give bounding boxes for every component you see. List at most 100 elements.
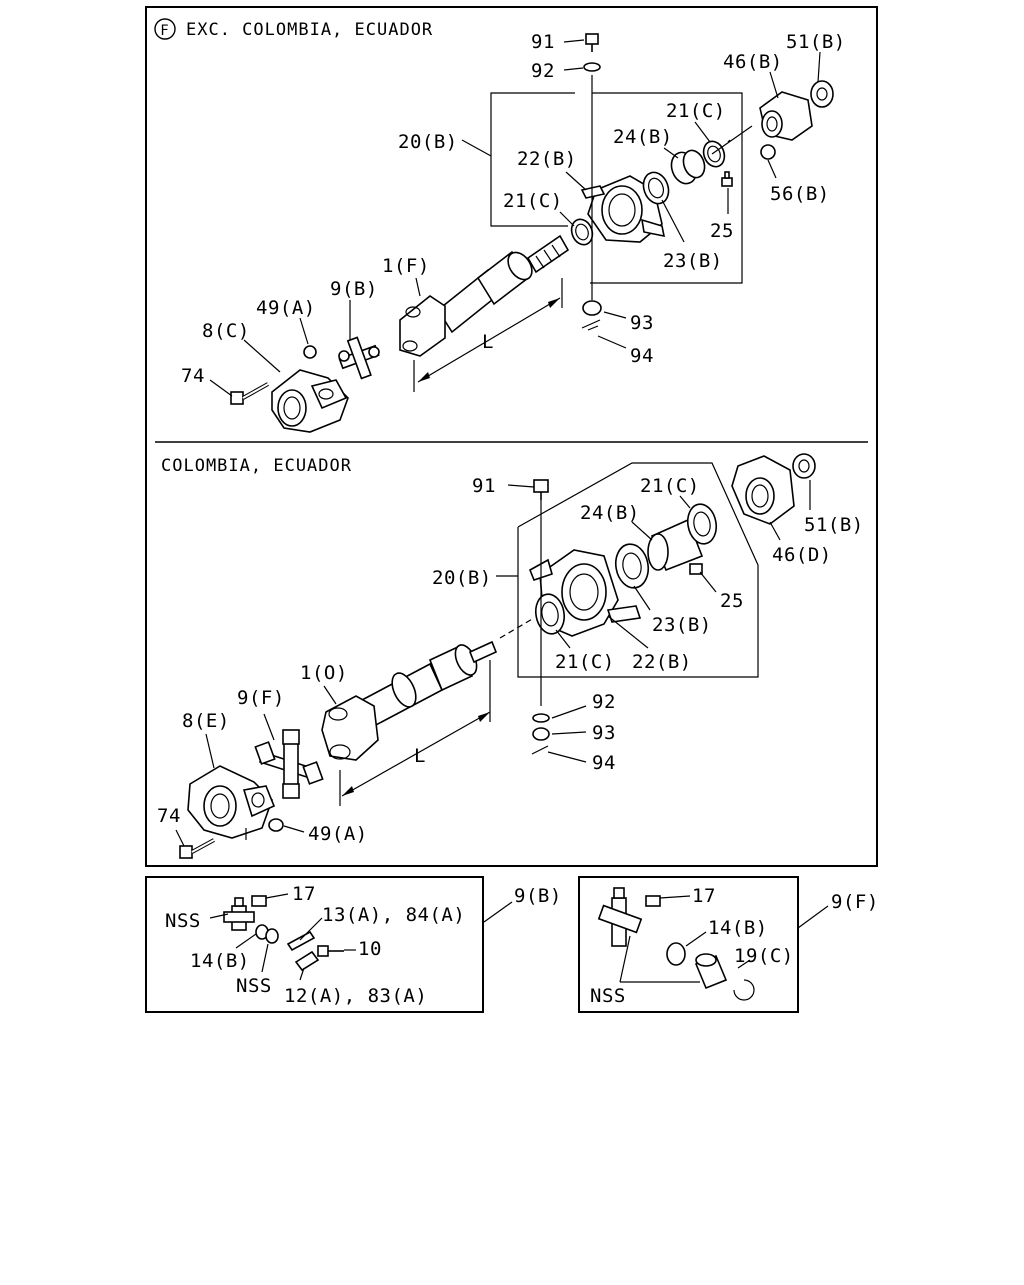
label-24b-bottom: 24(B): [580, 502, 640, 524]
detail-9b: 17 NSS 13(A), 84(A) 10 14(B) NSS 12(A), …: [165, 883, 562, 1007]
bearing-23b-bottom: [614, 543, 650, 589]
leader-lines-bottom: [175, 480, 811, 847]
bolt-10: [317, 945, 344, 957]
label-1o-bottom: 1(O): [300, 662, 348, 684]
label-nss-b-left: NSS: [236, 975, 272, 997]
seal-21c-bottom-lower: [534, 593, 566, 635]
label-dim-l-bottom: L: [414, 745, 426, 767]
flange-46b: [759, 91, 813, 141]
label-91-bottom: 91: [472, 475, 496, 497]
label-49a-top: 49(A): [256, 297, 316, 319]
seal-21c-upper: [702, 140, 726, 168]
label-74-top: 74: [181, 365, 205, 387]
label-23b-bottom: 23(B): [652, 614, 712, 636]
dimension-l-top: [413, 278, 563, 392]
spider-9f-detail: [597, 887, 643, 947]
label-22b-top: 22(B): [517, 148, 577, 170]
yoke-1f: [399, 295, 446, 357]
cotter-pin-94-bottom: [531, 745, 549, 755]
label-13a-84a: 13(A), 84(A): [322, 904, 465, 926]
label-nss-right: NSS: [590, 985, 626, 1007]
nut-49a-bottom: [268, 818, 284, 832]
washer-92: [583, 62, 601, 72]
bottom-panel: COLOMBIA, ECUADOR: [157, 453, 864, 859]
label-nss-a-left: NSS: [165, 910, 201, 932]
label-9f-bottom: 9(F): [237, 687, 285, 709]
detail-frame-right: [578, 876, 799, 1013]
label-51b-bottom: 51(B): [804, 514, 864, 536]
label-19c: 19(C): [734, 945, 794, 967]
detail-frame-left: [145, 876, 484, 1013]
label-92-top: 92: [531, 60, 555, 82]
section-badge-circle: [154, 18, 176, 40]
sleeve-24b: [670, 149, 706, 185]
grease-fitting-25-bottom: [689, 563, 703, 575]
label-14b-right: 14(B): [708, 917, 768, 939]
section-badge: F: [160, 23, 169, 39]
seal-nss-left: [265, 928, 279, 944]
label-21c-b-top: 21(C): [503, 190, 563, 212]
label-74-bottom: 74: [157, 805, 181, 827]
leader-lines-top: [209, 39, 821, 397]
label-93-top: 93: [630, 312, 654, 334]
label-49a-bottom: 49(A): [308, 823, 368, 845]
washer-92-bottom: [532, 713, 550, 723]
label-20b-top: 20(B): [398, 131, 458, 153]
label-8c-top: 8(C): [202, 320, 250, 342]
callout-9b: 9(B): [514, 885, 562, 907]
grease-fitting-17-right: [645, 895, 661, 907]
label-8e-bottom: 8(E): [182, 710, 230, 732]
leader-lines-detail-right: [619, 895, 829, 983]
flange-8c: [271, 369, 349, 433]
label-93-bottom: 93: [592, 722, 616, 744]
label-23b-top: 23(B): [663, 250, 723, 272]
label-56b-top: 56(B): [770, 183, 830, 205]
bearing-23b: [642, 171, 670, 205]
label-10: 10: [358, 938, 382, 960]
propeller-shaft: [436, 234, 570, 334]
label-24b-top: 24(B): [613, 126, 673, 148]
universal-joint-9f: [254, 729, 324, 799]
label-94-bottom: 94: [592, 752, 616, 774]
flange-46d: [731, 455, 795, 525]
label-17-right: 17: [692, 885, 716, 907]
label-92-bottom: 92: [592, 691, 616, 713]
top-panel: F EXC. COLOMBIA, ECUADOR: [154, 18, 845, 433]
bearing-cap-nss: [694, 953, 728, 990]
bottom-panel-title: COLOMBIA, ECUADOR: [161, 456, 352, 476]
shaft-center-line: [499, 617, 535, 639]
leader-lines-detail-left: [209, 893, 513, 981]
washer-56b: [760, 144, 776, 160]
label-25-top: 25: [710, 220, 734, 242]
bearing-group-box-left: [490, 92, 575, 227]
label-91-top: 91: [531, 31, 555, 53]
flange-8e: [187, 765, 276, 839]
label-21c-b-bottom: 21(C): [555, 651, 615, 673]
seal-21c-bottom-upper: [686, 503, 718, 545]
nut-51b: [810, 80, 834, 108]
label-17-left: 17: [292, 883, 316, 905]
seal-21c-lower: [570, 218, 594, 246]
bolt-91-bottom: [533, 479, 549, 500]
universal-joint-9b: [338, 336, 380, 380]
detail-9f: 17 14(B) 19(C) NSS 9(F): [590, 885, 879, 1007]
nut-93-bottom: [532, 727, 550, 741]
label-21c-a-top: 21(C): [666, 100, 726, 122]
label-14b-left: 14(B): [190, 950, 250, 972]
label-94-top: 94: [630, 345, 654, 367]
label-12a-83a: 12(A), 83(A): [284, 985, 427, 1007]
label-22b-bottom: 22(B): [632, 651, 692, 673]
dimension-l-bottom: [339, 660, 491, 806]
bolt-74-bottom: [179, 838, 215, 859]
bolt-74: [230, 382, 269, 405]
retainer-12a: [294, 950, 320, 972]
yoke-1o: [321, 695, 379, 761]
top-panel-title: EXC. COLOMBIA, ECUADOR: [186, 20, 433, 40]
nut-49a: [303, 345, 317, 359]
callout-9f: 9(F): [831, 891, 879, 913]
bolt-91: [585, 33, 599, 52]
bearing-group-box: [590, 92, 743, 284]
label-20b-bottom: 20(B): [432, 567, 492, 589]
